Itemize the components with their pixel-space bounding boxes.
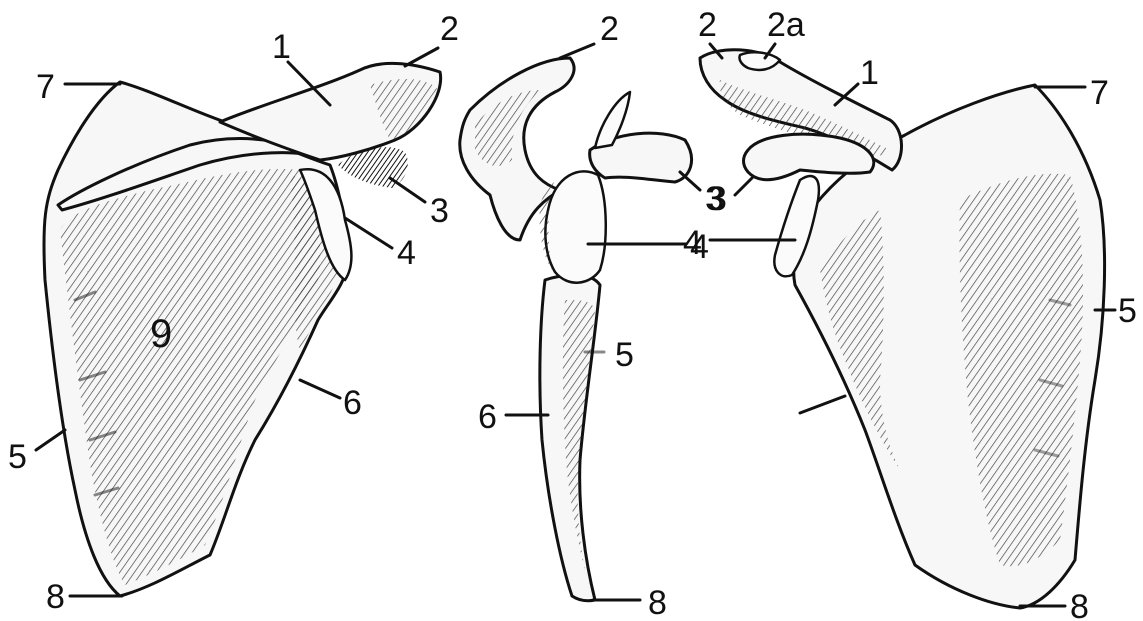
label-left-4: 4 <box>397 234 416 272</box>
label-left-3: 3 <box>430 192 449 230</box>
label-left-1: 1 <box>272 28 291 66</box>
label-left-5: 5 <box>8 438 27 476</box>
leader-right-3 <box>735 178 752 195</box>
leader-right-unlabeled <box>800 396 845 413</box>
label-right-4: 4 <box>683 224 702 262</box>
label-left-7: 7 <box>36 68 55 106</box>
label-middle-6: 6 <box>478 398 497 436</box>
label-right-7: 7 <box>1090 74 1109 112</box>
label-right-2a: 2a <box>767 6 805 44</box>
label-left-6: 6 <box>343 384 362 422</box>
leader-left-4 <box>345 218 392 248</box>
label-left-9: 9 <box>150 312 172 356</box>
scapula-left-view <box>44 63 441 596</box>
scapula-middle-view <box>460 58 692 601</box>
leader-left-3 <box>390 178 425 202</box>
label-left-8: 8 <box>46 578 65 616</box>
label-right-3: 3 <box>708 180 727 218</box>
leader-left-6 <box>300 380 340 398</box>
label-right-5: 5 <box>1118 292 1137 330</box>
label-middle-5: 5 <box>615 336 634 374</box>
leader-left-2 <box>405 48 438 66</box>
label-middle-2: 2 <box>600 10 619 48</box>
label-right-2: 2 <box>698 6 717 44</box>
leader-left-5 <box>36 430 65 450</box>
leader-middle-2 <box>560 44 594 58</box>
scapula-right-view <box>700 50 1105 608</box>
scapula-right-coracoid <box>744 134 874 180</box>
leader-middle-3 <box>680 172 700 190</box>
label-right-1: 1 <box>860 54 879 92</box>
label-right-8: 8 <box>1070 588 1089 621</box>
label-left-2: 2 <box>440 10 459 48</box>
label-middle-8: 8 <box>648 584 667 621</box>
